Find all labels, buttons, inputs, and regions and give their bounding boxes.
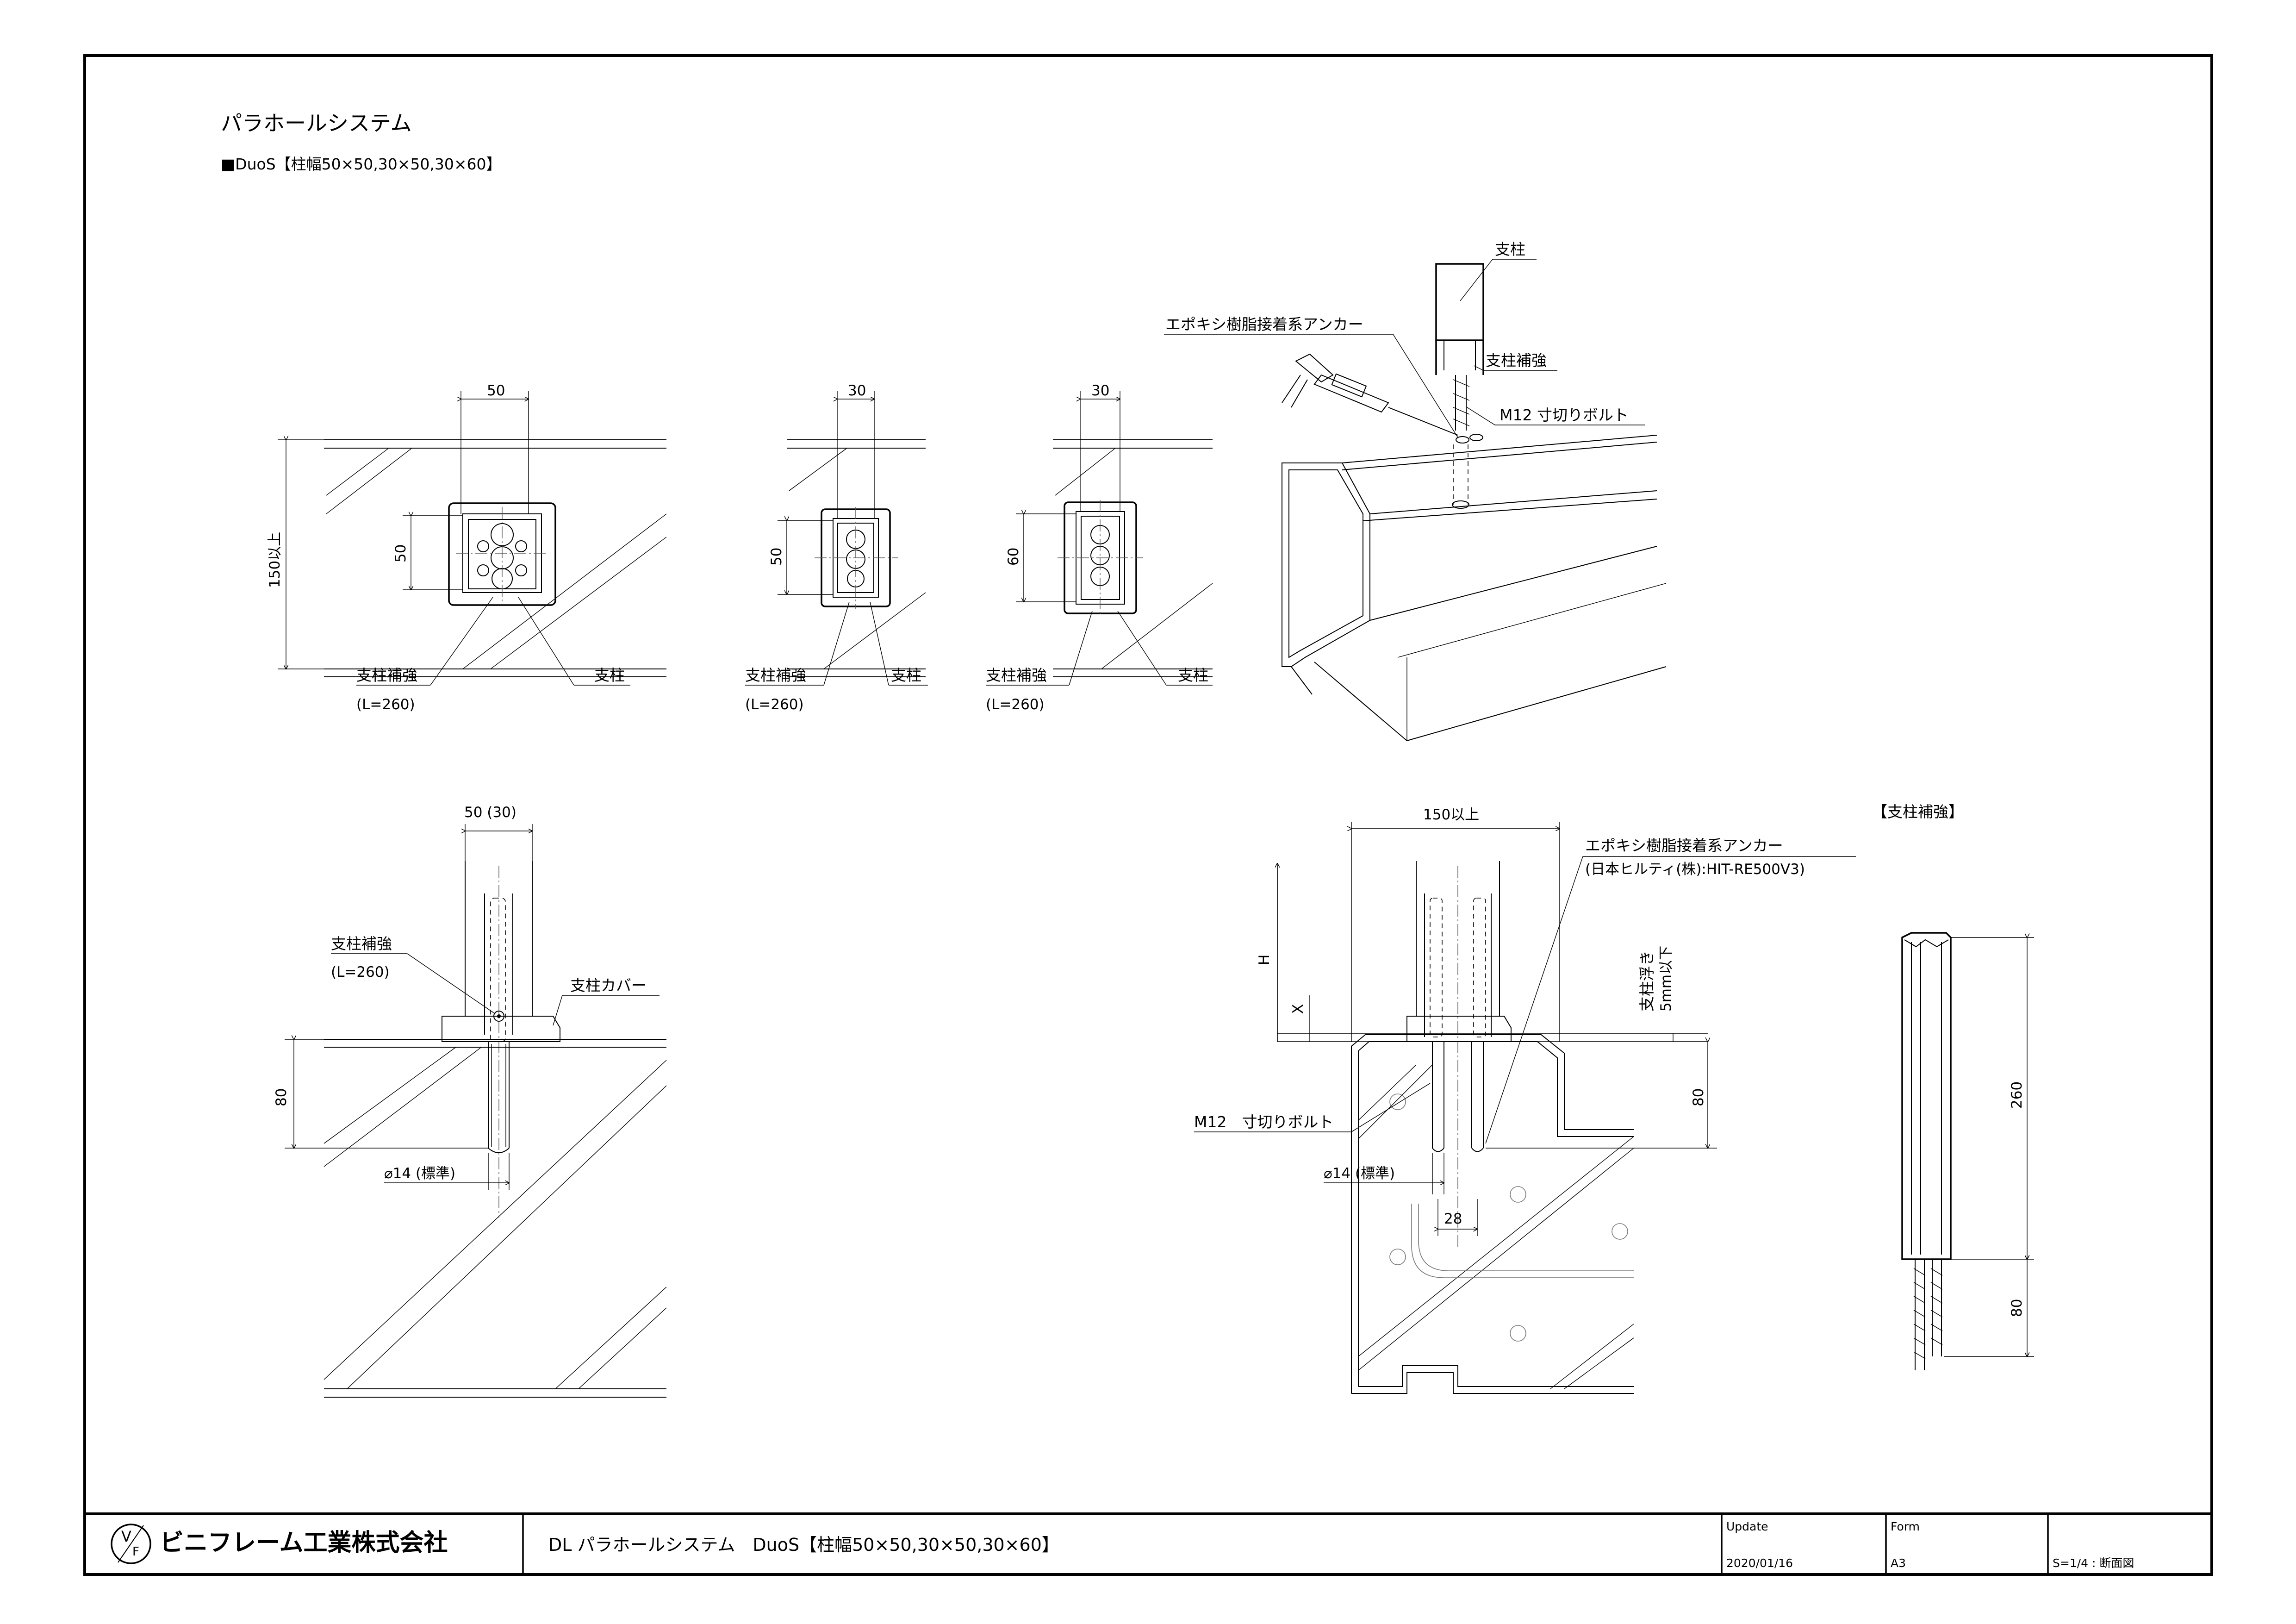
plan-view-30x50: 30 50 支柱補強 (L=260) 支柱 <box>745 382 928 713</box>
plan2-length-label: (L=260) <box>745 696 804 713</box>
plan1-height-dim: 150以上 <box>267 532 283 588</box>
iso-bolt-label: M12 寸切りボルト <box>1500 406 1629 424</box>
plan1-reinforce-label: 支柱補強 <box>356 666 417 684</box>
scale-text: S=1/4 : 断面図 <box>2053 1556 2134 1570</box>
sheet-border <box>83 54 2213 1576</box>
company-logo: V F <box>111 1524 151 1564</box>
svg-text:V: V <box>121 1528 131 1545</box>
plan1-length-label: (L=260) <box>356 696 415 713</box>
form-value: A3 <box>1891 1556 1906 1570</box>
drawing-title: DL パラホールシステム DuoS【柱幅50×50,30×50,30×60】 <box>548 1535 1059 1555</box>
secL-hole-dim: ⌀14 (標準) <box>384 1165 455 1182</box>
secL-depth-dim: 80 <box>273 1088 290 1106</box>
plan-view-50x50: 50 50 150以上 支柱補強 (L=260) 支柱 <box>267 382 667 713</box>
plan1-depth-dim: 50 <box>392 544 409 562</box>
isometric-view: 支柱 エポキシ樹脂接着系アンカー 支柱補強 M12 寸切りボルト <box>1164 240 1667 741</box>
plan3-post-label: 支柱 <box>1178 666 1208 684</box>
secR-hole-dim: ⌀14 (標準) <box>1324 1165 1395 1182</box>
plan2-depth-dim: 50 <box>768 548 785 566</box>
iso-anchor-label: エポキシ樹脂接着系アンカー <box>1165 315 1363 333</box>
form-label: Form <box>1891 1520 1920 1533</box>
plan3-depth-dim: 60 <box>1005 548 1022 566</box>
secR-width-dim: 150以上 <box>1423 806 1479 823</box>
detail-bolt-dim: 80 <box>2009 1299 2025 1317</box>
company-name: ビニフレーム工業株式会社 <box>160 1529 448 1557</box>
section-right-view: 150以上 H <box>1194 806 1856 1394</box>
title-block: V F ビニフレーム工業株式会社 DL パラホールシステム DuoS【柱幅50×… <box>85 1512 2212 1574</box>
plan1-post-label: 支柱 <box>594 666 625 684</box>
secR-float-value: 5mm以下 <box>1658 946 1674 1012</box>
secL-reinforce-label: 支柱補強 <box>331 935 392 953</box>
update-label: Update <box>1726 1520 1768 1533</box>
plan3-reinforce-label: 支柱補強 <box>986 666 1047 684</box>
update-value: 2020/01/16 <box>1726 1556 1793 1570</box>
plan2-post-label: 支柱 <box>891 666 921 684</box>
iso-post-label: 支柱 <box>1495 240 1525 258</box>
plan1-width-dim: 50 <box>487 382 505 399</box>
secR-bolt-label: M12 寸切りボルト <box>1194 1113 1333 1131</box>
secR-x-label: X <box>1290 1004 1307 1014</box>
secL-cover-label: 支柱カバー <box>570 976 647 994</box>
svg-text:F: F <box>132 1545 139 1559</box>
secR-depth-dim: 80 <box>1690 1088 1707 1106</box>
iso-reinforce-label: 支柱補強 <box>1486 351 1547 369</box>
section-left-view: 50 (30) 80 ⌀14 (標準) 支柱補強 (L=260) <box>273 804 667 1398</box>
secR-h-label: H <box>1256 955 1273 965</box>
page-title: パラホールシステム <box>221 111 412 136</box>
plan2-width-dim: 30 <box>848 382 866 399</box>
page-subtitle: ■DuoS【柱幅50×50,30×50,30×60】 <box>221 155 502 173</box>
reinforce-detail-view: 【支柱補強】 260 80 <box>1872 803 2034 1370</box>
secR-anchor-label: エポキシ樹脂接着系アンカー <box>1585 837 1783 855</box>
secR-anchor-product: (日本ヒルティ(株):HIT-RE500V3) <box>1585 861 1805 878</box>
detail-title: 【支柱補強】 <box>1872 803 1964 821</box>
plan3-length-label: (L=260) <box>986 696 1045 713</box>
secL-length-label: (L=260) <box>331 964 390 981</box>
secR-spacing-dim: 28 <box>1444 1211 1462 1227</box>
plan3-width-dim: 30 <box>1091 382 1109 399</box>
secL-width-dim: 50 (30) <box>464 804 516 821</box>
plan-view-30x60: 30 60 支柱補強 (L=260) 支柱 <box>986 382 1213 713</box>
detail-length-dim: 260 <box>2009 1081 2025 1109</box>
secR-float-label: 支柱浮き <box>1638 950 1656 1012</box>
plan2-reinforce-label: 支柱補強 <box>745 666 806 684</box>
